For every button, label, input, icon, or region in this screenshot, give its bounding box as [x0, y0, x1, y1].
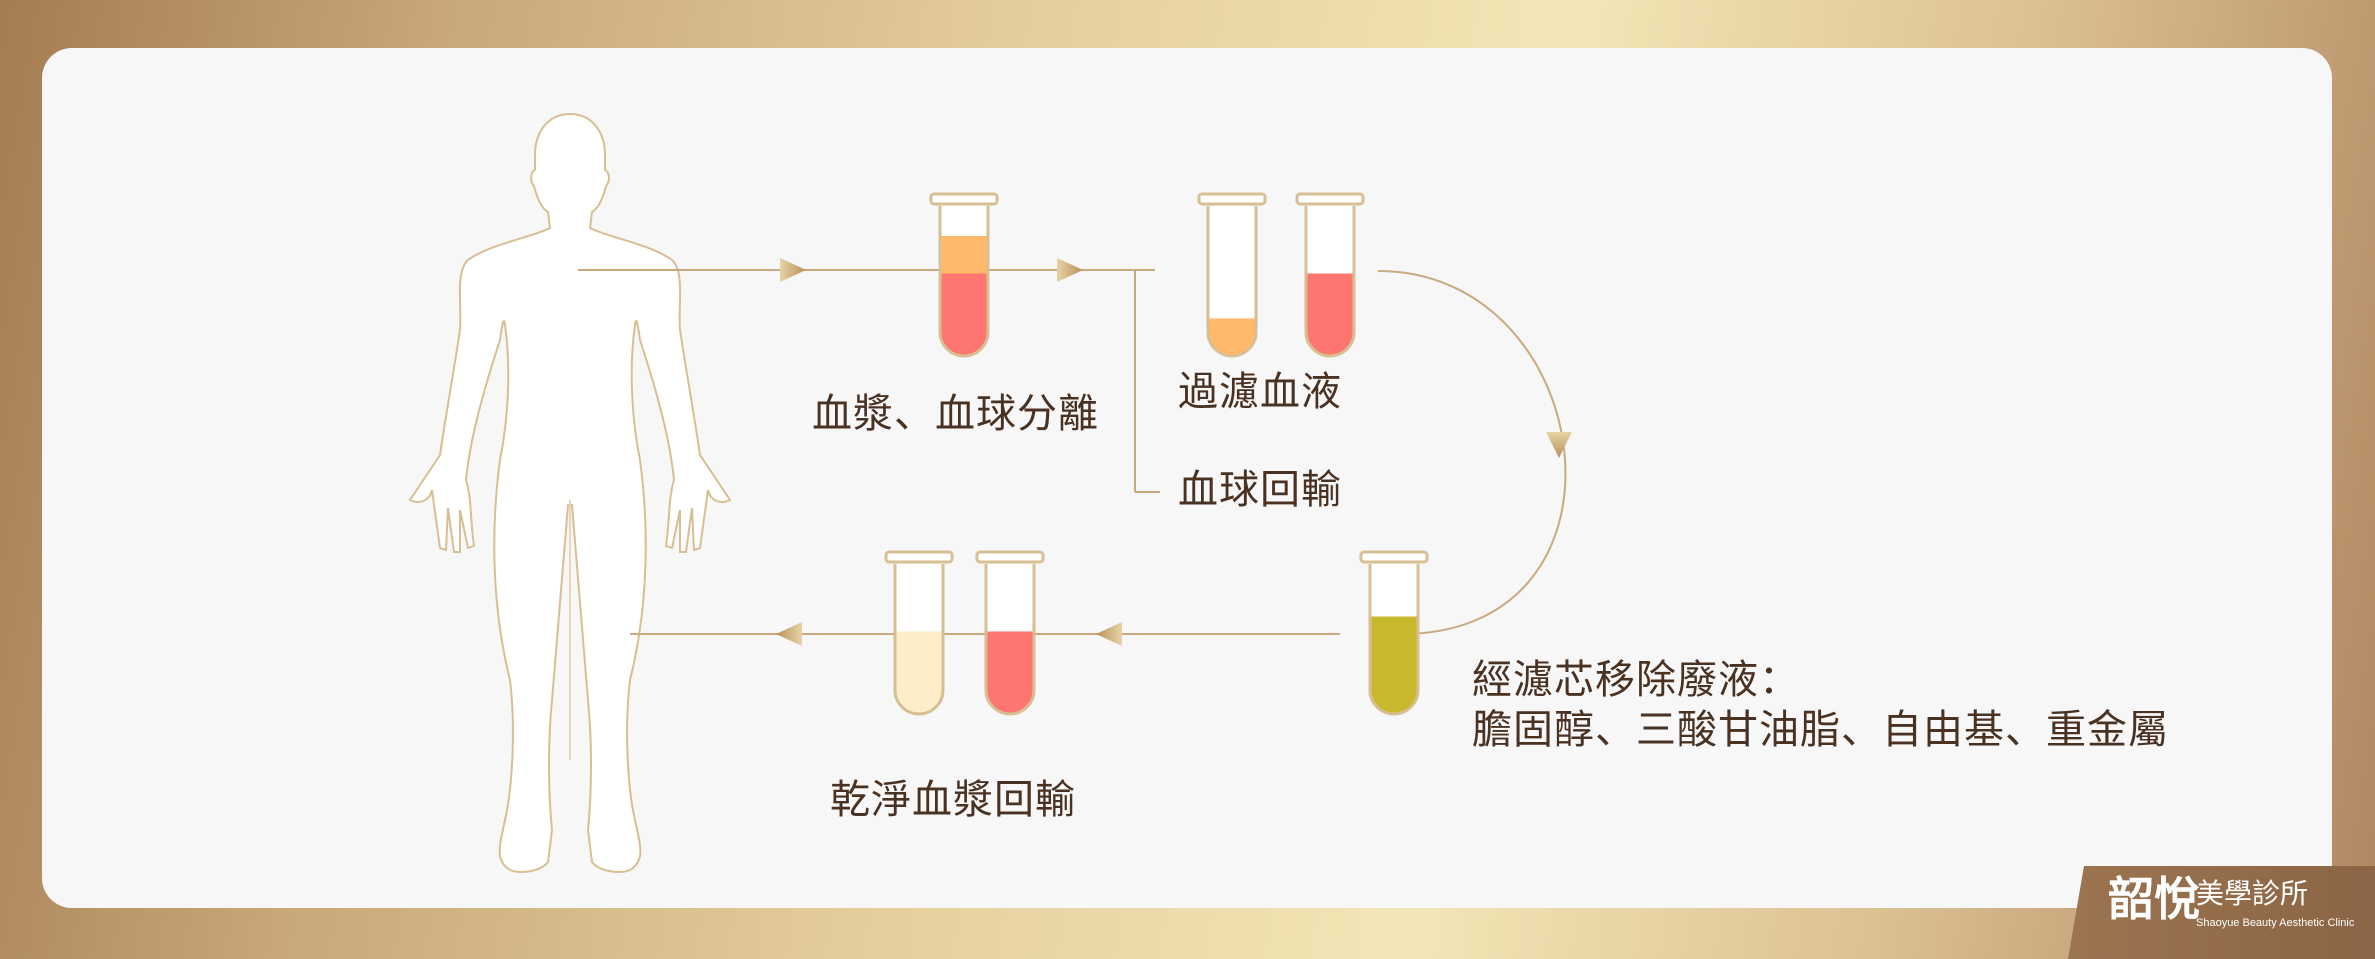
test-tube-filter-plasma: [1197, 192, 1267, 358]
label-removal-items: 膽固醇、三酸甘油脂、自由基、重金屬: [1472, 707, 2169, 753]
arrow-left-icon: [776, 622, 802, 646]
arrow-down-icon: [1546, 432, 1572, 458]
label-cell-return: 血球回輸: [1178, 467, 1342, 513]
tube-fill: [1306, 273, 1354, 356]
label-removal-title: 經濾芯移除廢液：: [1472, 657, 1800, 703]
logo-english-text: Shaoyue Beauty Aesthetic Clinic: [2196, 917, 2355, 929]
clinic-logo: 韶悅 美學診所 Shaoyue Beauty Aesthetic Clinic: [2068, 866, 2375, 959]
arrow-right-icon: [1057, 258, 1083, 282]
test-tube-clean-plasma: [884, 550, 954, 716]
logo-main-text: 韶悅: [2108, 872, 2200, 926]
tube-outline: [1206, 206, 1258, 358]
flow-arc-right: [1377, 270, 1567, 636]
tube-lip: [1359, 550, 1429, 564]
tube-lip: [929, 192, 999, 206]
tube-lip: [1197, 192, 1267, 206]
arrow-left-icon: [1096, 622, 1122, 646]
tube-lip: [884, 550, 954, 564]
tube-lip: [1295, 192, 1365, 206]
tube-outline: [1368, 564, 1420, 716]
label-clean-return: 乾淨血漿回輸: [830, 777, 1076, 823]
label-separation: 血漿、血球分離: [812, 391, 1099, 437]
tube-fill: [940, 236, 988, 274]
tube-lip: [975, 550, 1045, 564]
tube-outline: [984, 564, 1036, 716]
test-tube-separation: [929, 192, 999, 358]
tube-outline: [938, 206, 990, 358]
logo-sub-text: 美學診所: [2196, 877, 2309, 910]
tube-fill: [895, 631, 943, 714]
arrow-right-icon: [780, 258, 806, 282]
test-tube-waste: [1359, 550, 1429, 716]
tube-outline: [1304, 206, 1356, 358]
test-tube-clean-cells: [975, 550, 1045, 716]
tube-fill: [940, 273, 988, 356]
label-filter-blood: 過濾血液: [1178, 369, 1342, 415]
tube-outline: [893, 564, 945, 716]
test-tube-filter-cells: [1295, 192, 1365, 358]
tube-fill: [1370, 616, 1418, 714]
tube-fill: [986, 631, 1034, 714]
